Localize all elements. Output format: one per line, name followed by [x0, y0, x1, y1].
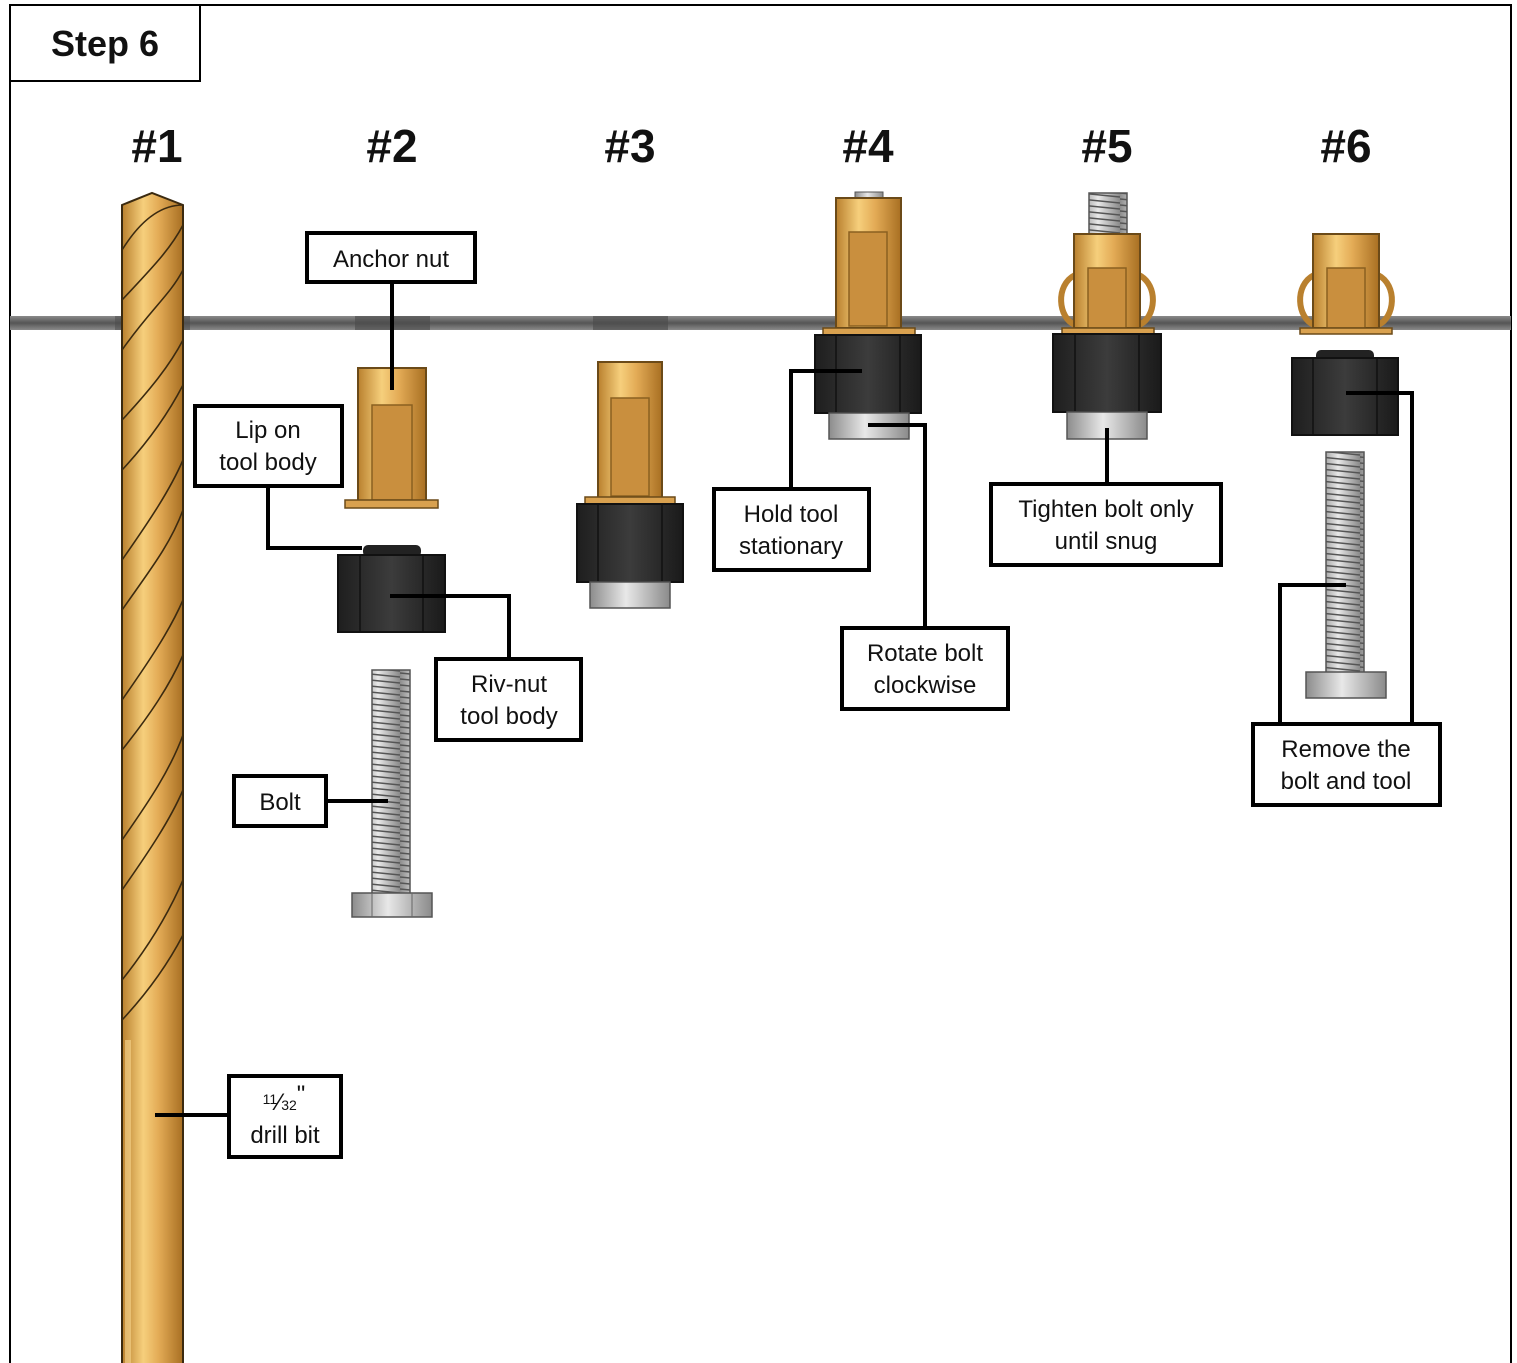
svg-text:Lip on: Lip on [235, 417, 300, 444]
drill-frac-denominator: 32 [281, 1097, 297, 1113]
drill-bit [121, 191, 184, 1363]
assembly-4 [814, 191, 922, 440]
callout-hold-tool: Hold tool stationary [712, 487, 871, 572]
svg-text:tool body: tool body [219, 449, 316, 476]
drill-inch-mark: " [297, 1081, 306, 1108]
step-tab: Step 6 [9, 4, 201, 82]
svg-text:bolt and tool: bolt and tool [1281, 768, 1412, 795]
column-label-1: #1 [131, 120, 182, 172]
svg-text:Riv-nut: Riv-nut [471, 671, 547, 698]
callout-drill-bit: 11⁄32" drill bit [227, 1074, 343, 1159]
tool-body-2 [337, 545, 446, 633]
column-label-2: #2 [366, 120, 417, 172]
mounting-surface [10, 316, 1511, 330]
bolt-2 [351, 669, 433, 918]
svg-text:Tighten bolt only: Tighten bolt only [1018, 496, 1193, 523]
panel-frame [9, 4, 1512, 1363]
leader-lines [155, 282, 1414, 1117]
column-label-4: #4 [842, 120, 894, 172]
svg-text:tool body: tool body [460, 703, 557, 730]
column-label-6: #6 [1320, 120, 1371, 172]
callout-anchor-nut: Anchor nut [305, 231, 477, 284]
svg-text:Remove the: Remove the [1281, 736, 1410, 763]
anchor-nut-2 [344, 367, 439, 509]
step-title: Step 6 [51, 23, 159, 64]
callout-tighten-bolt: Tighten bolt only until snug [989, 482, 1223, 567]
assembly-3 [576, 361, 684, 609]
svg-text:clockwise: clockwise [874, 672, 977, 699]
callout-remove-bolt-tool: Remove the bolt and tool [1251, 722, 1442, 807]
assembly-6 [1291, 233, 1399, 699]
svg-text:Rotate bolt: Rotate bolt [867, 640, 983, 667]
callout-rotate-bolt: Rotate bolt clockwise [840, 626, 1010, 711]
svg-text:Anchor nut: Anchor nut [333, 246, 449, 273]
svg-text:stationary: stationary [739, 533, 843, 560]
svg-text:drill bit: drill bit [250, 1122, 320, 1149]
callout-rivnut-tool-body: Riv-nut tool body [434, 657, 583, 742]
svg-text:Hold tool: Hold tool [744, 501, 839, 528]
callout-bolt: Bolt [232, 774, 328, 828]
drill-frac-numerator: 11 [263, 1091, 278, 1107]
callout-lip-on-tool-body: Lip on tool body [193, 404, 344, 488]
svg-text:until snug: until snug [1055, 528, 1158, 555]
column-label-3: #3 [604, 120, 655, 172]
column-label-5: #5 [1081, 120, 1132, 172]
svg-text:Bolt: Bolt [259, 789, 301, 816]
